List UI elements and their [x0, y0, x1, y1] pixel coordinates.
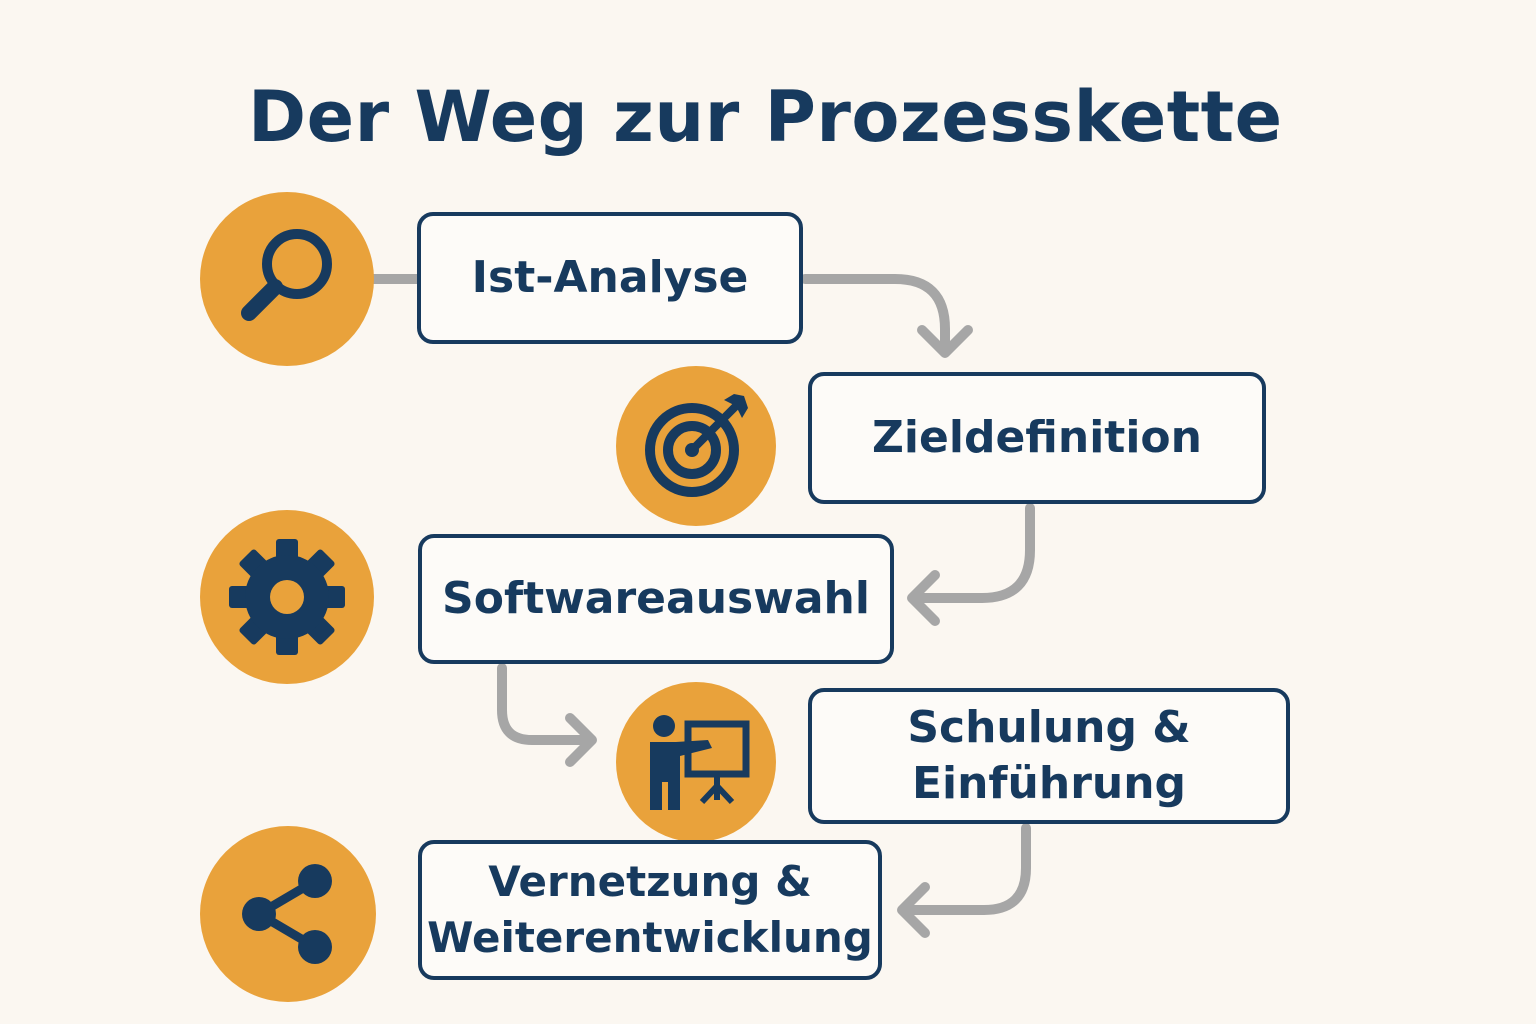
step-box-ist-analyse: Ist-Analyse	[417, 212, 803, 344]
step-label: Zieldefinition	[872, 412, 1202, 463]
step-3-icon-circle	[200, 510, 374, 684]
target-icon	[645, 394, 748, 497]
step-label: Softwareauswahl	[442, 573, 870, 624]
step-box-zieldefinition: Zieldefinition	[808, 372, 1266, 504]
arrowhead-4-5	[897, 882, 930, 938]
step-box-softwareauswahl: Softwareauswahl	[418, 534, 894, 664]
step-box-schulung-einfuehrung: Schulung & Einführung	[808, 688, 1290, 824]
step-label: Schulung & Einführung	[907, 702, 1191, 809]
arrow-4-5	[900, 823, 1031, 915]
gear-icon	[229, 539, 345, 655]
presentation-icon	[650, 715, 750, 810]
magnifier-icon	[241, 229, 332, 321]
arrow-1-2	[800, 274, 950, 355]
step-2-icon-circle	[616, 366, 776, 526]
step-label: Vernetzung & Weiterentwicklung	[427, 857, 873, 962]
arrow-2-3	[910, 503, 1035, 603]
diagram-title: Der Weg zur Prozesskette	[248, 76, 1283, 158]
step-4-icon-circle	[616, 682, 776, 842]
arrowhead-2-3	[907, 570, 940, 626]
arrowhead-1-2	[917, 325, 973, 358]
step-5-icon-circle	[200, 826, 376, 1002]
step-label: Ist-Analyse	[471, 252, 749, 303]
arrowhead-3-4	[565, 713, 597, 767]
share-icon	[242, 864, 332, 964]
step-1-icon-circle	[200, 192, 374, 366]
arrow-3-4	[497, 663, 590, 745]
step-box-vernetzung-weiterentwicklung: Vernetzung & Weiterentwicklung	[418, 840, 882, 980]
